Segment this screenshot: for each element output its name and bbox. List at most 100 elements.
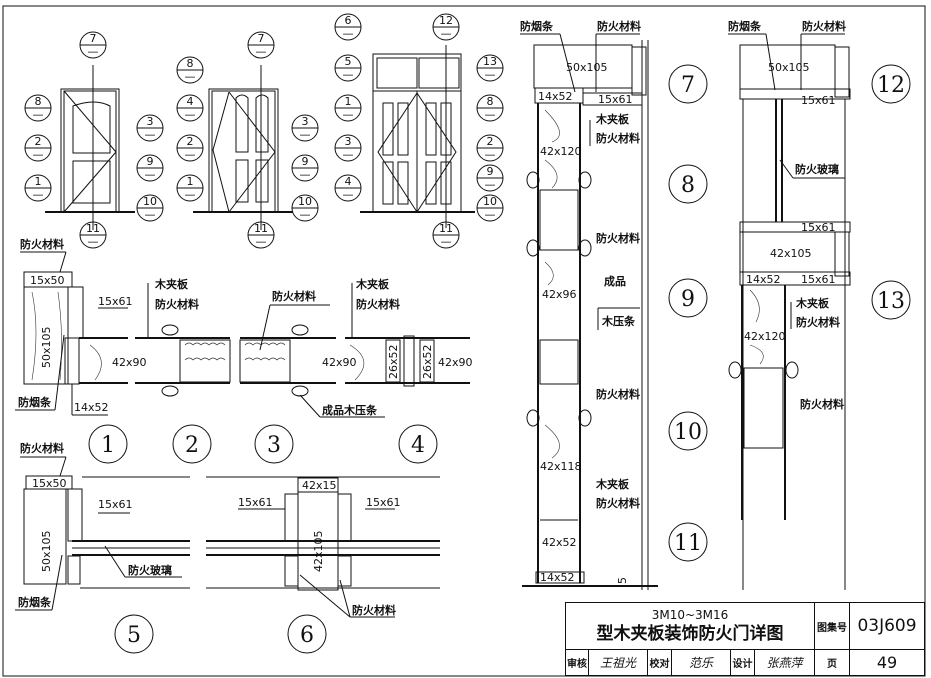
callout-sheet-mark: — bbox=[485, 108, 496, 121]
label-fire-material-s12: 防火材料 bbox=[802, 19, 846, 33]
dim-50x105-s1: 50x105 bbox=[40, 326, 53, 368]
callout-number: 8 bbox=[35, 95, 42, 108]
title-main: 型木夹板装饰防火门详图 bbox=[596, 623, 784, 644]
page-number: 49 bbox=[849, 649, 925, 676]
callout-sheet-mark: — bbox=[343, 188, 354, 201]
dim-42x90-s4: 42x90 bbox=[322, 356, 357, 369]
label-fire-material-s10: 防火材料 bbox=[596, 387, 640, 401]
callout-number: 7 bbox=[90, 32, 97, 45]
callout-number: 8 bbox=[187, 57, 194, 70]
dim-26x52-a: 26x52 bbox=[387, 344, 400, 379]
callout-bubble-single-door-a-1: 1— bbox=[24, 174, 52, 202]
callout-number: 1 bbox=[345, 95, 352, 108]
dim-50x105-s12: 50x105 bbox=[768, 61, 810, 74]
callout-bubble-double-door-transom-5: 5— bbox=[334, 54, 362, 82]
callout-bubble-single-door-b-10: 10— bbox=[291, 194, 319, 222]
label-fire-material-s13: 防火材料 bbox=[796, 315, 840, 329]
label-smoke-seal-s7: 防烟条 bbox=[520, 19, 554, 33]
dim-50x105-s5: 50x105 bbox=[40, 530, 53, 572]
callout-sheet-mark: — bbox=[343, 108, 354, 121]
label-plywood-s2: 木夹板 bbox=[154, 277, 189, 291]
svg-text:6: 6 bbox=[300, 623, 314, 648]
section-marker-6: 6 bbox=[287, 614, 327, 654]
callout-number: 4 bbox=[345, 175, 352, 188]
callout-bubble-single-door-a-2: 2— bbox=[24, 134, 52, 162]
callout-sheet-mark: — bbox=[300, 208, 311, 221]
label-fire-material-s1: 防火材料 bbox=[20, 237, 64, 251]
callout-bubble-single-door-a-9: 9— bbox=[136, 154, 164, 182]
label-smoke-seal-s12: 防烟条 bbox=[728, 19, 762, 33]
callout-sheet-mark: — bbox=[300, 168, 311, 181]
check-label: 校对 bbox=[647, 649, 672, 676]
label-fire-material-s3: 防火材料 bbox=[272, 289, 316, 303]
callout-number: 3 bbox=[345, 135, 352, 148]
dim-15x61-s12b: 15x61 bbox=[801, 221, 836, 234]
section-marker-13: 13 bbox=[871, 280, 911, 320]
dim-42x15-s6: 42x15 bbox=[302, 479, 337, 492]
callout-bubble-double-door-transom-11: 11— bbox=[432, 221, 460, 249]
callout-number: 4 bbox=[187, 95, 194, 108]
dim-14x52-s13: 14x52 bbox=[746, 273, 781, 286]
section-marker-2: 2 bbox=[172, 424, 212, 464]
leader-lines bbox=[15, 33, 845, 618]
dim-42x120-s7: 42x120 bbox=[540, 145, 582, 158]
dim-15x61-s12: 15x61 bbox=[801, 94, 836, 107]
callout-sheet-mark: — bbox=[343, 27, 354, 40]
atlas-label: 图集号 bbox=[814, 602, 850, 650]
label-plywood-s13: 木夹板 bbox=[795, 296, 830, 310]
page-label: 页 bbox=[814, 649, 850, 676]
callout-number: 10 bbox=[483, 195, 497, 208]
dim-14x52-s11: 14x52 bbox=[540, 571, 575, 584]
callout-number: 6 bbox=[345, 14, 352, 27]
callout-sheet-mark: — bbox=[185, 108, 196, 121]
label-fire-material-s4: 防火材料 bbox=[356, 297, 400, 311]
dim-42x52-s11: 42x52 bbox=[542, 536, 577, 549]
callout-sheet-mark: — bbox=[256, 235, 267, 248]
label-wood-bead-s3: 成品木压条 bbox=[322, 403, 378, 417]
callout-number: 2 bbox=[487, 135, 494, 148]
callout-number: 10 bbox=[298, 195, 312, 208]
callout-number: 3 bbox=[147, 115, 154, 128]
label-fire-material-s2: 防火材料 bbox=[155, 297, 199, 311]
callout-bubble-single-door-a-7: 7— bbox=[79, 31, 107, 59]
callout-sheet-mark: — bbox=[33, 148, 44, 161]
callout-bubble-double-door-transom-2: 2— bbox=[476, 134, 504, 162]
callout-number: 9 bbox=[487, 165, 494, 178]
section-marker-12: 12 bbox=[871, 64, 911, 104]
svg-text:13: 13 bbox=[877, 289, 905, 314]
design-label: 设计 bbox=[730, 649, 755, 676]
callout-sheet-mark: — bbox=[33, 108, 44, 121]
dim-15x61-s13: 15x61 bbox=[801, 273, 836, 286]
callout-bubble-single-door-b-4: 4— bbox=[176, 94, 204, 122]
label-smoke-seal-s1: 防烟条 bbox=[18, 395, 52, 409]
callout-bubble-double-door-transom-10: 10— bbox=[476, 194, 504, 222]
section-marker-8: 8 bbox=[668, 164, 708, 204]
callout-sheet-mark: — bbox=[88, 45, 99, 58]
callout-bubble-double-door-transom-4: 4— bbox=[334, 174, 362, 202]
label-fire-material-s13b: 防火材料 bbox=[800, 397, 844, 411]
svg-text:5: 5 bbox=[127, 623, 141, 648]
callout-number: 9 bbox=[302, 155, 309, 168]
dim-15x61-s1: 15x61 bbox=[98, 295, 133, 308]
dim-26x52-b: 26x52 bbox=[421, 344, 434, 379]
svg-text:8: 8 bbox=[681, 173, 695, 198]
callout-number: 9 bbox=[147, 155, 154, 168]
callout-bubble-double-door-transom-9: 9— bbox=[476, 164, 504, 192]
callout-sheet-mark: — bbox=[485, 68, 496, 81]
callout-sheet-mark: — bbox=[185, 188, 196, 201]
callout-bubble-single-door-b-8: 8— bbox=[176, 56, 204, 84]
elevation-single-door-a bbox=[45, 65, 135, 230]
callout-bubble-single-door-b-1: 1— bbox=[176, 174, 204, 202]
dim-15x61-s5: 15x61 bbox=[98, 498, 133, 511]
callout-bubble-double-door-transom-1: 1— bbox=[334, 94, 362, 122]
dim-15x61-s7: 15x61 bbox=[598, 93, 633, 106]
callout-bubble-single-door-b-11: 11— bbox=[247, 221, 275, 249]
callout-bubble-double-door-transom-6: 6— bbox=[334, 13, 362, 41]
dim-gap-5: 5 bbox=[616, 577, 629, 584]
label-fire-material-s11: 防火材料 bbox=[596, 496, 640, 510]
callout-number: 2 bbox=[35, 135, 42, 148]
section-markers: 1 2 3 4 5 6 7 8 9 10 11 12 13 bbox=[88, 64, 911, 654]
label-smoke-seal-s5: 防烟条 bbox=[18, 595, 52, 609]
dim-42x105-s13: 42x105 bbox=[770, 247, 812, 260]
section-5-6 bbox=[23, 475, 440, 591]
